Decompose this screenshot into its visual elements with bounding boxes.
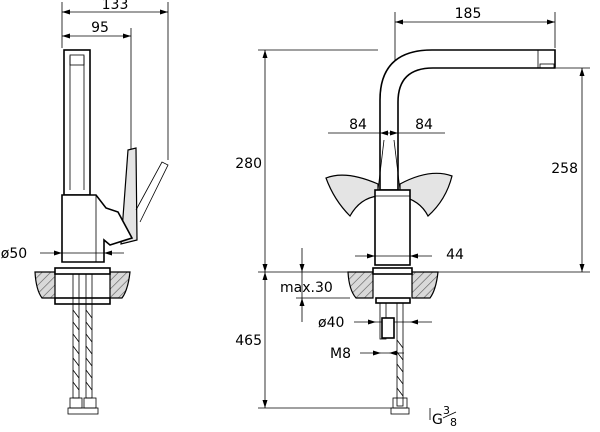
dim-hole-diameter: ø40: [318, 315, 344, 331]
dim-front-handle-right: 84: [415, 117, 433, 133]
dim-hose-length: 465: [235, 333, 262, 349]
dim-front-handle-left: 84: [349, 117, 367, 133]
side-view: 133 95 ø50: [1, 0, 169, 415]
side-body: [61, 194, 134, 263]
dim-connection-denominator: 8: [450, 416, 457, 429]
front-view: 185 84 84 44 280 258: [235, 6, 590, 429]
dim-front-body-width: 44: [446, 247, 464, 263]
dim-connection-numerator: 3: [443, 404, 450, 417]
front-counter-right: [411, 271, 439, 299]
front-lever-right: [399, 172, 453, 217]
front-counter-left: [347, 271, 374, 299]
front-hoses: [379, 302, 410, 415]
side-counter-left: [34, 271, 56, 299]
dim-side-spout-depth: 95: [91, 20, 109, 36]
side-lever-handle: [120, 147, 138, 245]
dim-side-base-diameter: ø50: [1, 246, 27, 262]
side-hoses: [67, 273, 99, 415]
front-body: [374, 189, 411, 266]
dim-connection-base: G: [432, 412, 443, 428]
side-spout-column: [63, 49, 91, 196]
side-counter-right: [109, 271, 131, 299]
dim-counter-thickness: max.30: [280, 280, 333, 296]
dim-side-total-depth: 133: [102, 0, 129, 13]
front-lever-left: [325, 174, 379, 217]
dim-front-total-height: 280: [235, 156, 262, 172]
dim-front-spout-reach: 185: [455, 6, 482, 22]
dim-front-outlet-height: 258: [551, 161, 578, 177]
dim-thread: M8: [330, 346, 351, 362]
front-spout: [379, 49, 556, 191]
